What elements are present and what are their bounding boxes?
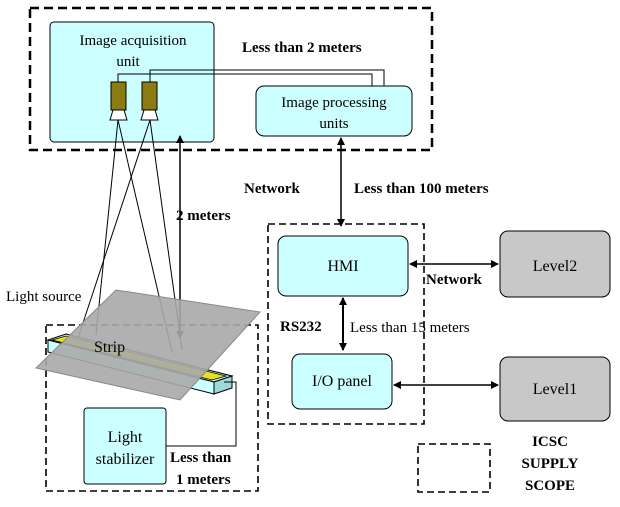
scope-box-control: [267, 223, 425, 425]
level2-label: Level2: [533, 258, 577, 275]
acquisition-unit-label-1: Image acquisition: [79, 33, 187, 49]
io-panel-box: [291, 353, 393, 410]
light-ray: [95, 119, 119, 336]
scope-box-top: [28, 6, 434, 152]
light-stabilizer-box: [83, 407, 167, 485]
io-panel-label: I/O panel: [312, 373, 373, 390]
label-two-meters: 2 meters: [176, 208, 231, 224]
label-network-mid: Network: [426, 272, 482, 288]
stabilizer-cable: [166, 381, 237, 447]
image-processing-label-1: Image processing: [281, 95, 387, 111]
label-less-than-1m-1: Less than: [170, 450, 232, 466]
strip-label: Strip: [94, 339, 125, 356]
stabilizer-label-2: stabilizer: [96, 451, 155, 468]
level2-box: [499, 230, 611, 298]
hmi-label: HMI: [327, 258, 358, 275]
label-less-than-15m: Less than 15 meters: [350, 320, 470, 336]
level1-label: Level1: [533, 381, 577, 398]
stabilizer-label-1: Light: [108, 429, 143, 446]
acquisition-unit-label-2: unit: [116, 54, 140, 70]
acquisition-unit-box: [49, 21, 215, 143]
label-rs232: RS232: [280, 319, 322, 335]
label-less-than-1m-2: 1 meters: [176, 472, 231, 488]
camera-right: [140, 81, 159, 121]
label-less-than-100m: Less than 100 meters: [354, 181, 489, 197]
image-processing-box: [255, 85, 413, 137]
level1-box: [499, 356, 611, 422]
light-source-label: Light source: [6, 289, 82, 305]
strip-sheet: [34, 289, 261, 401]
legend-line-1: ICSC: [532, 434, 568, 450]
label-less-than-2m: Less than 2 meters: [242, 40, 362, 56]
light-ray: [77, 119, 151, 339]
camera-cable-1: [117, 73, 373, 92]
scope-legend-box: [417, 443, 491, 493]
image-processing-label-2: units: [319, 116, 348, 132]
label-network-left: Network: [244, 181, 300, 197]
hmi-box: [277, 235, 409, 297]
legend-line-3: SCOPE: [525, 478, 575, 494]
camera-cable-2: [149, 69, 385, 92]
camera-left: [109, 81, 128, 121]
legend-line-2: SUPPLY: [522, 456, 579, 472]
